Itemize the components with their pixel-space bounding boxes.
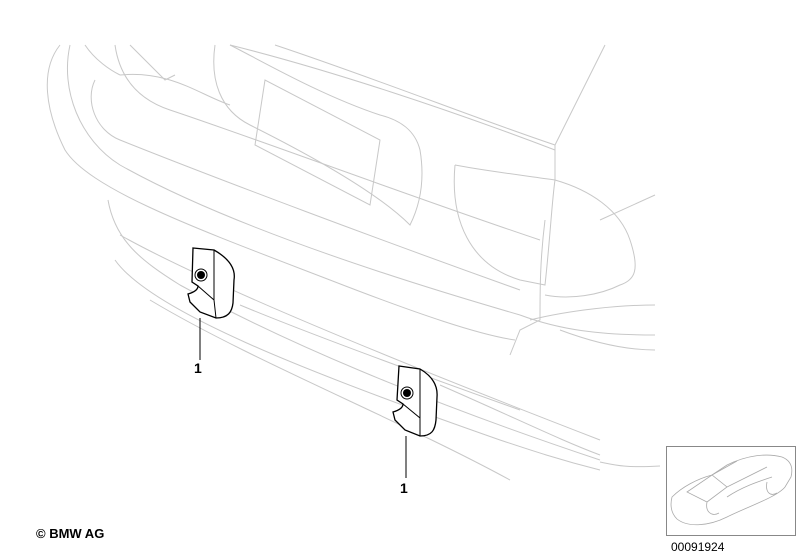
bracket-part-2: [392, 365, 438, 437]
vehicle-thumbnail: [666, 446, 796, 536]
car-thumbnail-icon: [670, 454, 793, 526]
document-number: 00091924: [671, 540, 725, 554]
copyright-notice: © BMW AG: [36, 526, 105, 541]
callout-label-1: 1: [194, 360, 202, 376]
bracket-part-1: [187, 247, 235, 319]
callout-label-2: 1: [400, 480, 408, 496]
